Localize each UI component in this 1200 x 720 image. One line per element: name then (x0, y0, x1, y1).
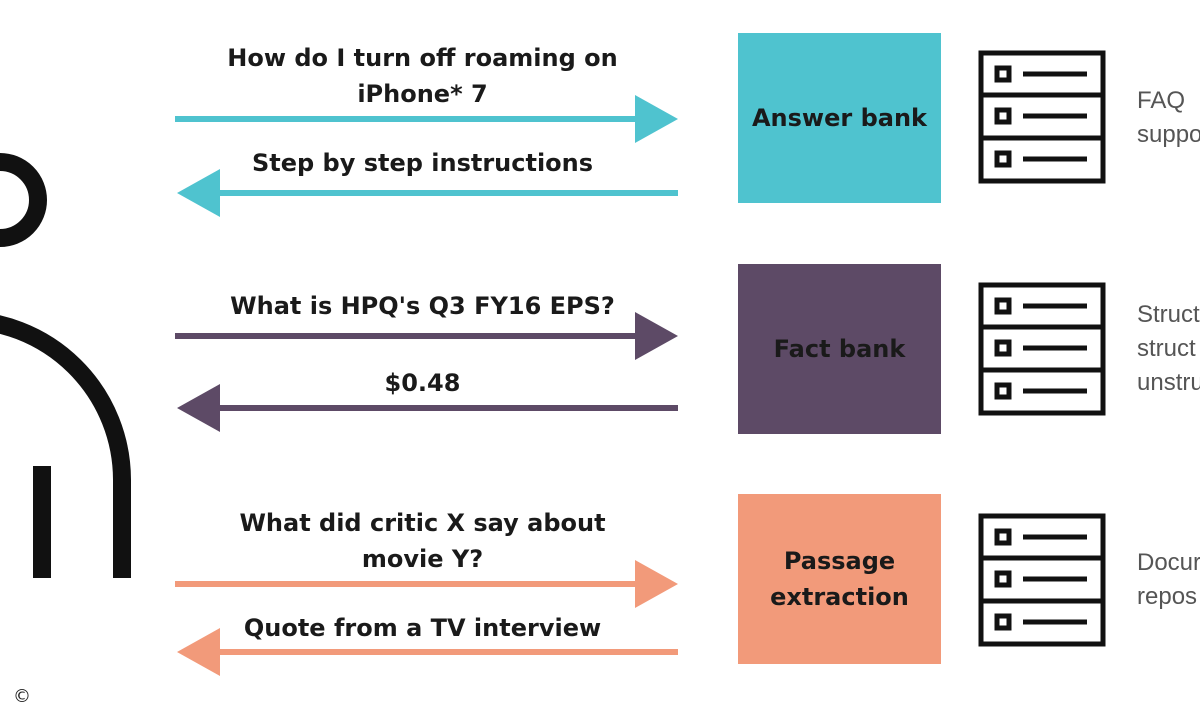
answer-text: $0.48 (384, 369, 461, 397)
question-line: movie Y? (361, 545, 484, 573)
source-line: struct (1137, 335, 1196, 362)
response-arrow-head (177, 384, 220, 432)
source-line: unstru (1137, 369, 1200, 396)
bank-label-line: Answer bank (751, 104, 927, 132)
answer-text: Step by step instructions (251, 149, 594, 177)
answer-bank-box (738, 33, 941, 203)
response-arrow-head (177, 628, 220, 676)
copyright-icon: © (10, 685, 34, 709)
person-icon (0, 153, 131, 578)
bank-label: Passage extraction (738, 494, 941, 664)
request-arrow-head (635, 95, 678, 143)
row-3-arrows (175, 560, 678, 676)
question-line: How do I turn off roaming on (227, 44, 618, 72)
database-list-icon (978, 513, 1106, 647)
source-line: Docur (1137, 549, 1200, 576)
source-text: FAQ suppo (1137, 84, 1200, 152)
question-line: What is HPQ's Q3 FY16 EPS? (230, 292, 615, 320)
bank-label-line: extraction (770, 583, 909, 611)
bank-label: Fact bank (738, 264, 941, 434)
source-line: Struct (1137, 301, 1200, 328)
question-line: What did critic X say about (239, 509, 606, 537)
bank-label-line: Fact bank (773, 335, 906, 363)
source-line: repos (1137, 583, 1198, 610)
question-text: How do I turn off roaming on iPhone* 7 (175, 40, 670, 112)
response-arrow-head (177, 169, 220, 217)
database-list-icon (978, 50, 1106, 184)
bank-label-line: Passage (783, 547, 896, 575)
bank-label: Answer bank (738, 33, 941, 203)
passage-extraction-box (738, 494, 941, 664)
question-line: iPhone* 7 (357, 80, 488, 108)
question-text: What did critic X say about movie Y? (175, 505, 670, 577)
source-line: FAQ (1137, 87, 1186, 114)
request-arrow-head (635, 560, 678, 608)
source-line: suppo (1137, 121, 1200, 148)
row-2-arrows (175, 312, 678, 432)
source-text: Struct struct unstru (1137, 298, 1200, 400)
answer-text: Quote from a TV interview (243, 614, 602, 642)
question-text: What is HPQ's Q3 FY16 EPS? (175, 288, 670, 324)
row-1-arrows (175, 95, 678, 217)
fact-bank-box (738, 264, 941, 434)
source-text: Docur repos (1137, 546, 1200, 614)
request-arrow-head (635, 312, 678, 360)
database-list-icon (978, 282, 1106, 416)
